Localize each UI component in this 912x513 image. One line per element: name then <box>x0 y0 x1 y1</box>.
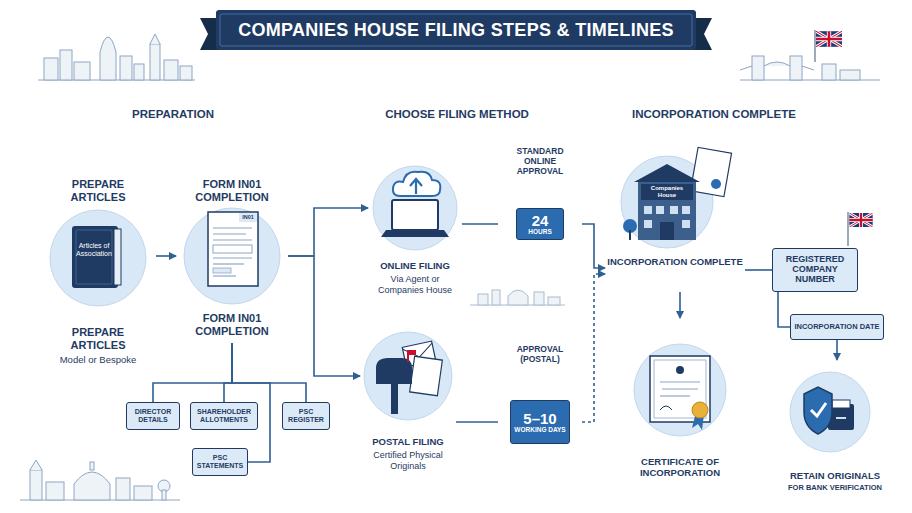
connector <box>288 256 360 376</box>
box-text-group: PSC STATEMENTS <box>195 454 245 469</box>
result-circle: RETAIN ORIGINALS FOR BANK VERIFICATION <box>760 360 910 500</box>
connector <box>156 255 176 257</box>
node-text: Certified Physical Originals <box>360 450 456 471</box>
method-circle: POSTAL FILING Certified Physical Original… <box>360 330 456 480</box>
duration-number: 5–10 <box>523 411 556 426</box>
connector <box>153 343 232 402</box>
circle-shape <box>50 210 146 306</box>
box-text-group: PSC REGISTER <box>285 408 327 423</box>
detail-box: DIRECTOR DETAILS <box>126 402 180 430</box>
node-text: DIRECTOR DETAILS <box>129 408 177 423</box>
node-text: ONLINE FILING <box>368 260 462 271</box>
connector <box>582 224 605 268</box>
timeline-box: STANDARD ONLINE APPROVAL 24HOURS <box>498 146 582 242</box>
skyline <box>20 460 180 500</box>
connector <box>288 208 368 256</box>
node-text: PSC REGISTER <box>285 408 327 423</box>
node-text: POSTAL FILING <box>360 436 456 447</box>
book-icon <box>72 226 121 288</box>
duration-unit: HOURS <box>528 228 551 235</box>
skyline <box>38 34 195 80</box>
step-circle: PREPARE ARTICLES PREPARE ARTICLES Model or… <box>40 178 156 374</box>
shield-icon <box>804 387 854 434</box>
method-circle: ONLINE FILING Via Agent or Companies Hous… <box>368 160 462 302</box>
connector <box>778 292 790 327</box>
connector <box>232 343 270 462</box>
connector <box>456 421 498 423</box>
form-icon <box>208 212 258 286</box>
timeline-box: APPROVAL (POSTAL) 5–10WORKING DAYS <box>498 344 582 444</box>
diagram-title: COMPANIES HOUSE FILING STEPS & TIMELINES <box>222 20 690 41</box>
detail-box: PSC STATEMENTS <box>192 448 248 476</box>
connector <box>462 223 498 225</box>
box-text-group: SHAREHOLDER ALLOTMENTS <box>193 408 255 423</box>
node-text: FORM IN01 COMPLETION <box>182 312 282 338</box>
skyline <box>470 290 565 305</box>
connector <box>836 340 838 360</box>
duration-box: 5–10WORKING DAYS <box>510 400 570 444</box>
circle-outline <box>605 150 745 292</box>
node-text: REGISTERED COMPANY NUMBER <box>775 255 855 285</box>
result-circle: CERTIFICATE OF INCORPORATION <box>615 318 745 490</box>
output-box: INCORPORATION DATE <box>790 314 884 340</box>
certificate-icon <box>650 356 710 430</box>
laptop-cloud-icon <box>381 172 449 237</box>
uk-flag <box>816 31 842 47</box>
timeline-heading: STANDARD ONLINE APPROVAL <box>508 146 572 176</box>
box-text-group: INCORPORATION DATE <box>794 323 879 331</box>
node-text: Model or Bespoke <box>40 354 156 365</box>
connector <box>224 343 232 402</box>
mailbox-icon <box>376 341 442 414</box>
node-text: PREPARE ARTICLES <box>63 178 133 204</box>
section-heading: CHOOSE FILING METHOD <box>352 108 562 121</box>
connector <box>679 292 681 318</box>
circle-shape <box>373 166 457 250</box>
circle-shape <box>634 344 726 436</box>
circle-shape <box>621 156 713 248</box>
node-text: Via Agent or Companies House <box>368 274 462 295</box>
box-text-group: DIRECTOR DETAILS <box>129 408 177 423</box>
node-text: SHAREHOLDER ALLOTMENTS <box>193 408 255 423</box>
node-text: RETAIN ORIGINALS <box>760 470 910 481</box>
title-banner <box>200 10 712 50</box>
timeline-heading: APPROVAL (POSTAL) <box>508 344 572 364</box>
section-heading: PREPARATION <box>108 108 238 121</box>
node-text: PSC STATEMENTS <box>195 454 245 469</box>
node-text: INCORPORATION COMPLETE <box>605 256 745 267</box>
duration-unit: WORKING DAYS <box>514 426 565 433</box>
node-text: FOR BANK VERIFICATION <box>760 484 910 493</box>
node-text: INCORPORATION DATE <box>794 323 879 331</box>
duration-number: 24 <box>532 213 549 228</box>
connector <box>582 274 605 422</box>
result-circle: INCORPORATION COMPLETE <box>605 150 745 292</box>
connector <box>232 343 306 402</box>
node-text: FORM IN01 COMPLETION <box>182 178 282 204</box>
building-icon <box>623 147 732 240</box>
node-text: PREPARE ARTICLES <box>58 326 138 352</box>
skyline <box>740 56 880 80</box>
detail-box: SHAREHOLDER ALLOTMENTS <box>190 402 258 430</box>
connector <box>745 269 772 271</box>
step-circle: FORM IN01 COMPLETION FORM IN01 COMPLETION <box>176 178 288 343</box>
circle-shape <box>364 332 452 420</box>
uk-flag <box>849 213 872 227</box>
box-text-group: REGISTERED COMPANY NUMBER <box>775 255 855 285</box>
output-box: REGISTERED COMPANY NUMBER <box>772 248 858 292</box>
node-text: CERTIFICATE OF INCORPORATION <box>615 456 745 478</box>
duration-box: 24HOURS <box>516 208 564 240</box>
circle-shape <box>184 208 280 304</box>
detail-box: PSC REGISTER <box>282 402 330 430</box>
section-heading: INCORPORATION COMPLETE <box>616 108 812 121</box>
circle-shape <box>790 372 870 452</box>
